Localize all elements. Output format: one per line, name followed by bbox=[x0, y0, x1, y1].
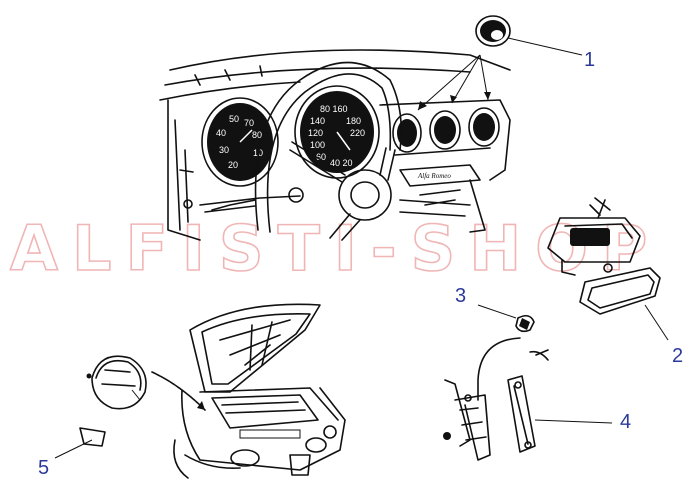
svg-text:120: 120 bbox=[308, 128, 323, 138]
dashboard-illustration: Alfa Romeo 50 70 40 80 30 10 20 bbox=[159, 15, 583, 241]
svg-text:140: 140 bbox=[310, 116, 325, 126]
svg-text:60: 60 bbox=[316, 152, 326, 162]
callout-5: 5 bbox=[38, 457, 49, 479]
light-housing-assembly bbox=[547, 197, 669, 341]
gauge-bezel-part bbox=[475, 15, 511, 47]
tachometer-gauge: 50 70 40 80 30 10 20 bbox=[201, 97, 279, 187]
small-gauge-middle bbox=[429, 110, 461, 150]
svg-text:80 160: 80 160 bbox=[320, 104, 348, 114]
bulb-part bbox=[477, 304, 535, 333]
callout-1: 1 bbox=[584, 49, 595, 71]
car-trunk-illustration bbox=[173, 303, 346, 479]
speedometer-gauge: 80 160 140 180 120 220 100 60 40 20 bbox=[294, 85, 380, 179]
steering-wheel bbox=[211, 61, 471, 241]
svg-text:80: 80 bbox=[252, 130, 262, 140]
small-gauge-right bbox=[468, 107, 500, 147]
svg-text:30: 30 bbox=[219, 145, 229, 155]
svg-text:Alfa Romeo: Alfa Romeo bbox=[417, 172, 451, 180]
watermark-text: ALFISTI-SHOP bbox=[10, 212, 661, 285]
callout-1-arrows bbox=[417, 37, 583, 111]
svg-text:70: 70 bbox=[244, 118, 254, 128]
svg-text:220: 220 bbox=[350, 128, 365, 138]
svg-text:50: 50 bbox=[229, 114, 239, 124]
trunk-lamp-part bbox=[54, 355, 206, 459]
trunk-switch-part bbox=[443, 337, 613, 461]
callout-4: 4 bbox=[620, 411, 631, 433]
svg-text:20: 20 bbox=[228, 160, 238, 170]
svg-text:100: 100 bbox=[310, 140, 325, 150]
svg-text:40: 40 bbox=[216, 128, 226, 138]
svg-text:40 20: 40 20 bbox=[330, 158, 353, 168]
small-gauge-left bbox=[392, 113, 422, 153]
callout-2: 2 bbox=[672, 345, 683, 367]
callout-3: 3 bbox=[455, 285, 466, 307]
svg-text:180: 180 bbox=[346, 116, 361, 126]
